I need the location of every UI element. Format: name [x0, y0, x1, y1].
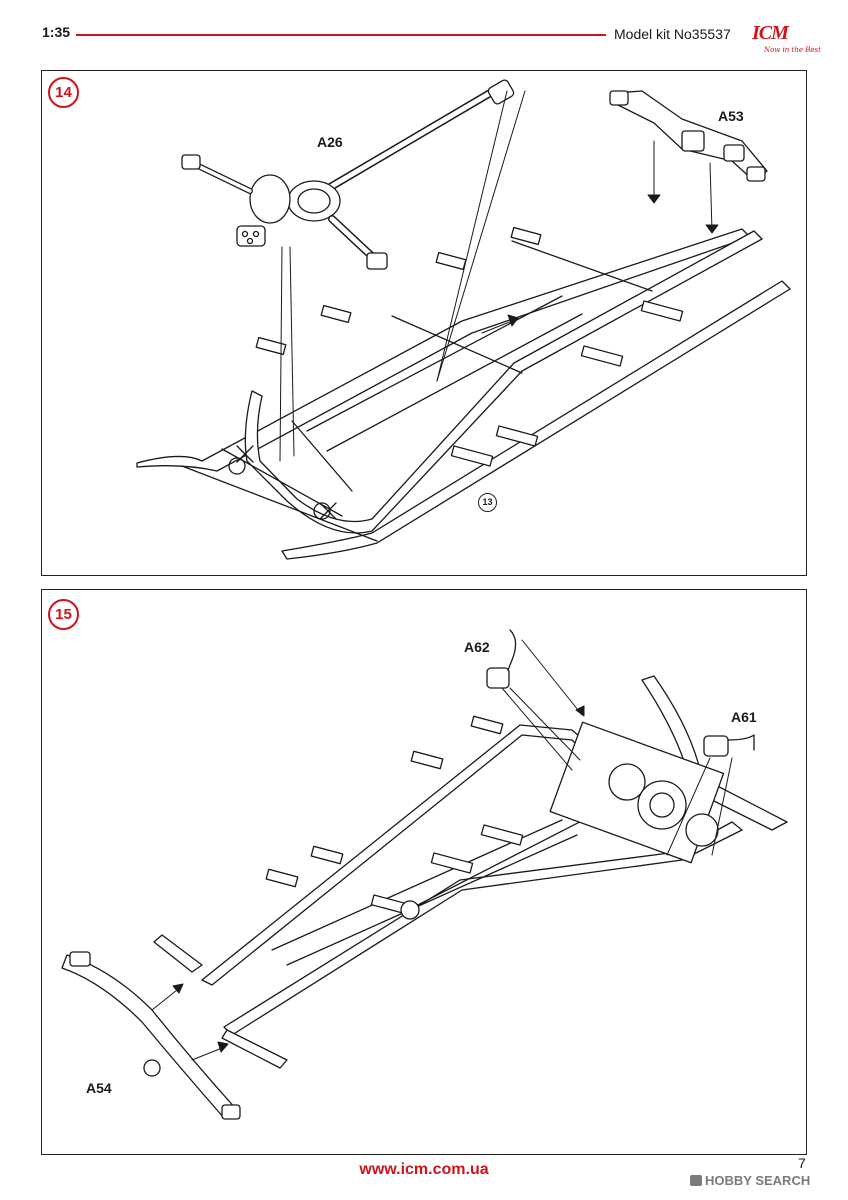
- step-15-panel: 15 A62 A61 A54: [41, 589, 807, 1155]
- scale-label: 1:35: [42, 24, 71, 40]
- assembly-guides: [151, 639, 733, 1061]
- step-14-badge: 14: [48, 77, 79, 108]
- part-label-a53: A53: [718, 108, 744, 124]
- kit-number: Model kit No35537: [614, 26, 731, 42]
- watermark: HOBBY SEARCH: [690, 1173, 810, 1188]
- part-label-a62: A62: [464, 639, 490, 655]
- page-number: 7: [798, 1155, 806, 1171]
- watermark-text: HOBBY SEARCH: [705, 1173, 811, 1188]
- brand-logo: ICM Now in the Best: [752, 22, 822, 62]
- chassis-frame: [136, 226, 791, 560]
- brand-logo-text: ICM: [752, 22, 789, 44]
- brand-slogan: Now in the Best: [764, 46, 821, 54]
- assembly-guides: [279, 90, 719, 462]
- part-label-a61: A61: [731, 709, 757, 725]
- part-label-a54: A54: [86, 1080, 112, 1096]
- step-15-badge: 15: [48, 599, 79, 630]
- watermark-icon: [690, 1175, 702, 1186]
- chassis-frame-with-axle: [201, 675, 788, 1036]
- step-13-reference-badge: 13: [478, 493, 497, 512]
- header-rule: [76, 34, 606, 36]
- part-label-a26: A26: [317, 134, 343, 150]
- shock-parts-a61-a62: [486, 629, 755, 757]
- step-15-drawing: [61, 629, 788, 1120]
- footer-website: www.icm.com.ua: [359, 1161, 489, 1178]
- spring-part-a54: [61, 934, 288, 1120]
- bracket-part-a53: [609, 90, 768, 182]
- driveshaft-part-a26: [181, 79, 515, 270]
- step-14-drawing: [136, 79, 791, 560]
- step-14-panel: 14 A26 A53 13: [41, 70, 807, 576]
